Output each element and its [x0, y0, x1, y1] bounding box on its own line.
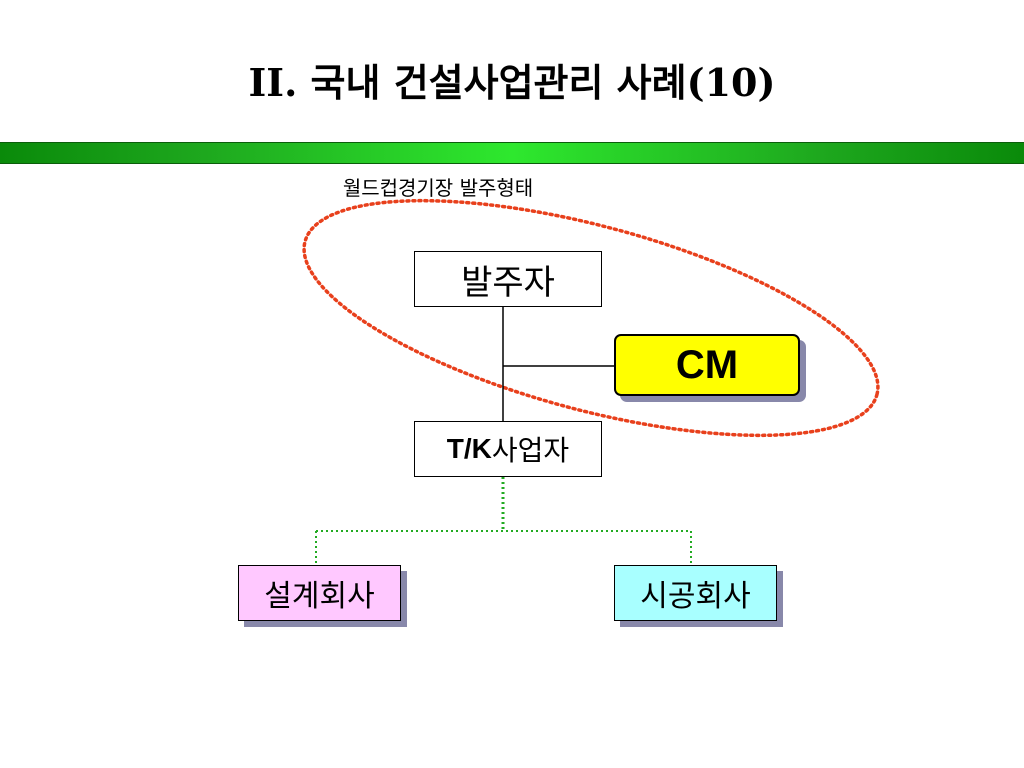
- design-firm-box: 설계회사: [238, 565, 401, 621]
- tk-suffix: 사업자: [491, 434, 570, 467]
- owner-box: 발주자: [414, 251, 602, 307]
- tk-prefix: T/K: [446, 433, 492, 464]
- diagram-caption: 월드컵경기장 발주형태: [342, 176, 534, 200]
- title-divider-bar: [0, 142, 1024, 164]
- slide-title: II. 국내 건설사업관리 사례(10): [248, 60, 776, 105]
- construction-firm-box: 시공회사: [614, 565, 777, 621]
- cm-box: CM: [614, 334, 800, 396]
- highlight-ellipse: [302, 198, 880, 438]
